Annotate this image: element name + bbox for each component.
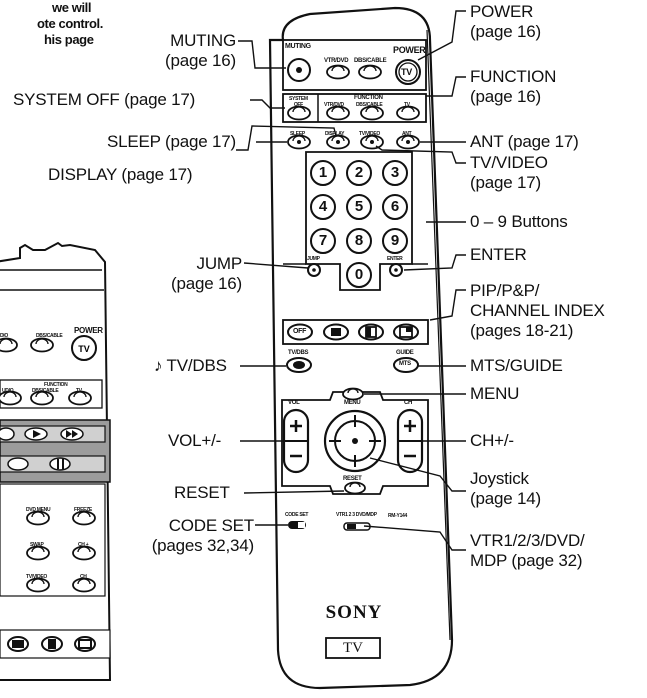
muting-callout: MUTING (page 16) xyxy=(165,31,236,70)
mts-button-label: MTS xyxy=(399,361,411,367)
code-set-callout: CODE SET (pages 32,34) xyxy=(151,516,255,555)
inset-dio-label: DIO xyxy=(0,333,8,339)
digits-callout: 0 – 9 Buttons xyxy=(470,212,568,231)
inset-function-label: FUNCTION xyxy=(44,382,68,388)
inset-ch-label: CH xyxy=(80,574,87,580)
brand-logo: SONY xyxy=(325,602,383,623)
digit-button[interactable]: 9 xyxy=(382,228,408,254)
vtr-callout: VTR1/2/3/DVD/ MDP (page 32) xyxy=(470,531,585,570)
reset-callout: RESET xyxy=(174,483,230,502)
menu-button-label: MENU xyxy=(344,400,361,406)
inset-dbs-cable-label: DBS/CABLE xyxy=(32,388,59,394)
intro-line: we will xyxy=(52,0,92,15)
ch-label: CH xyxy=(404,400,413,406)
system-off-label: SYSTEM OFF xyxy=(289,96,308,108)
function-callout: FUNCTION (page 16) xyxy=(470,67,557,106)
digit-button[interactable]: 6 xyxy=(382,194,408,220)
reset-button-label: RESET xyxy=(343,476,362,482)
vol-callout: VOL+/- xyxy=(168,431,222,450)
inset-udio-label: UDIO xyxy=(2,388,14,394)
digit-button[interactable]: 1 xyxy=(310,160,336,186)
function-vtr-label: VTR/DVD xyxy=(324,102,344,108)
inset-tv-text: TV xyxy=(78,344,90,354)
digit-button[interactable]: 5 xyxy=(346,194,372,220)
pip-callout: PIP/P&P/ CHANNEL INDEX (pages 18-21) xyxy=(470,281,605,340)
digit-button[interactable]: 3 xyxy=(382,160,408,186)
inset-oval-button xyxy=(30,337,54,353)
jump-callout: JUMP (page 16) xyxy=(171,254,242,293)
sleep-callout: SLEEP (page 17) xyxy=(107,132,236,151)
tv-video-callout: TV/VIDEO (page 17) xyxy=(470,153,548,192)
display-button-label: DISPLAY xyxy=(325,131,345,137)
inset-remote: TV xyxy=(0,241,112,681)
inset-oval-button xyxy=(0,337,18,353)
inset-swap-label: SWAP xyxy=(30,542,44,548)
inset-ch-plus-label: CH + xyxy=(78,542,89,548)
inset-power-label: POWER xyxy=(74,326,103,335)
tv-video-button-label: TV/VIDEO xyxy=(359,131,380,137)
digit-button[interactable]: 4 xyxy=(310,194,336,220)
system-off-callout: SYSTEM OFF (page 17) xyxy=(13,90,196,109)
power-tv-label: TV xyxy=(401,67,412,77)
vtr-switch-label: VTR1 2 3 DVD/MDP xyxy=(336,512,377,518)
dbs-cable-button-label: DBS/CABLE xyxy=(354,58,387,64)
enter-callout: ENTER xyxy=(470,245,527,264)
power-button-label: POWER xyxy=(393,45,426,55)
inset-dvd-menu-label: DVD MENU xyxy=(26,507,51,513)
code-set-button-label: CODE SET xyxy=(285,512,309,518)
enter-button-label: ENTER xyxy=(387,256,403,262)
off-button-label: OFF xyxy=(293,328,307,335)
inset-tv-video-label: TV/VIDEO xyxy=(26,574,47,580)
ant-button-label: ANT xyxy=(402,131,412,137)
display-callout: DISPLAY (page 17) xyxy=(48,165,193,184)
main-remote xyxy=(268,6,454,690)
intro-line: ote control. xyxy=(37,16,103,31)
cropped-intro-text: we will ote control. his page xyxy=(0,0,103,48)
digit-button[interactable]: 0 xyxy=(346,262,372,288)
ch-callout: CH+/- xyxy=(470,431,514,450)
function-dbs-label: DBS/CABLE xyxy=(356,102,383,108)
mts-guide-callout: MTS/GUIDE xyxy=(470,356,563,375)
digit-button[interactable]: 2 xyxy=(346,160,372,186)
model-number: RM-Y144 xyxy=(388,513,408,519)
vol-label: VOL xyxy=(288,400,300,406)
power-callout: POWER (page 16) xyxy=(470,2,541,41)
digit-button[interactable]: 7 xyxy=(310,228,336,254)
leader-lines-left xyxy=(236,40,345,526)
menu-callout: MENU xyxy=(470,384,520,403)
ant-callout: ANT (page 17) xyxy=(470,132,579,151)
jump-button-label: JUMP xyxy=(307,256,320,262)
music-note-icon: ♪ xyxy=(154,356,163,375)
inset-tv-label: TV xyxy=(76,388,82,394)
intro-line: his page xyxy=(44,32,94,47)
muting-button-label: MUTING xyxy=(285,43,311,50)
guide-button-label: GUIDE xyxy=(396,350,414,356)
vtr-dvd-button-label: VTR/DVD xyxy=(324,58,349,64)
tv-dbs-callout: ♪ TV/DBS xyxy=(154,356,227,375)
digit-button[interactable]: 8 xyxy=(346,228,372,254)
tv-dbs-button-label: TV/DBS xyxy=(288,350,309,356)
function-tv-label: TV xyxy=(404,102,410,108)
inset-freeze-label: FREEZE xyxy=(74,507,92,513)
sleep-button-label: SLEEP xyxy=(290,131,305,137)
leader-lines-right xyxy=(363,10,466,551)
tv-badge: TV xyxy=(343,640,363,656)
function-label: FUNCTION xyxy=(354,95,383,101)
joystick-callout: Joystick (page 14) xyxy=(470,469,541,508)
inset-dbs-cable-label: DBS/CABLE xyxy=(36,333,63,339)
